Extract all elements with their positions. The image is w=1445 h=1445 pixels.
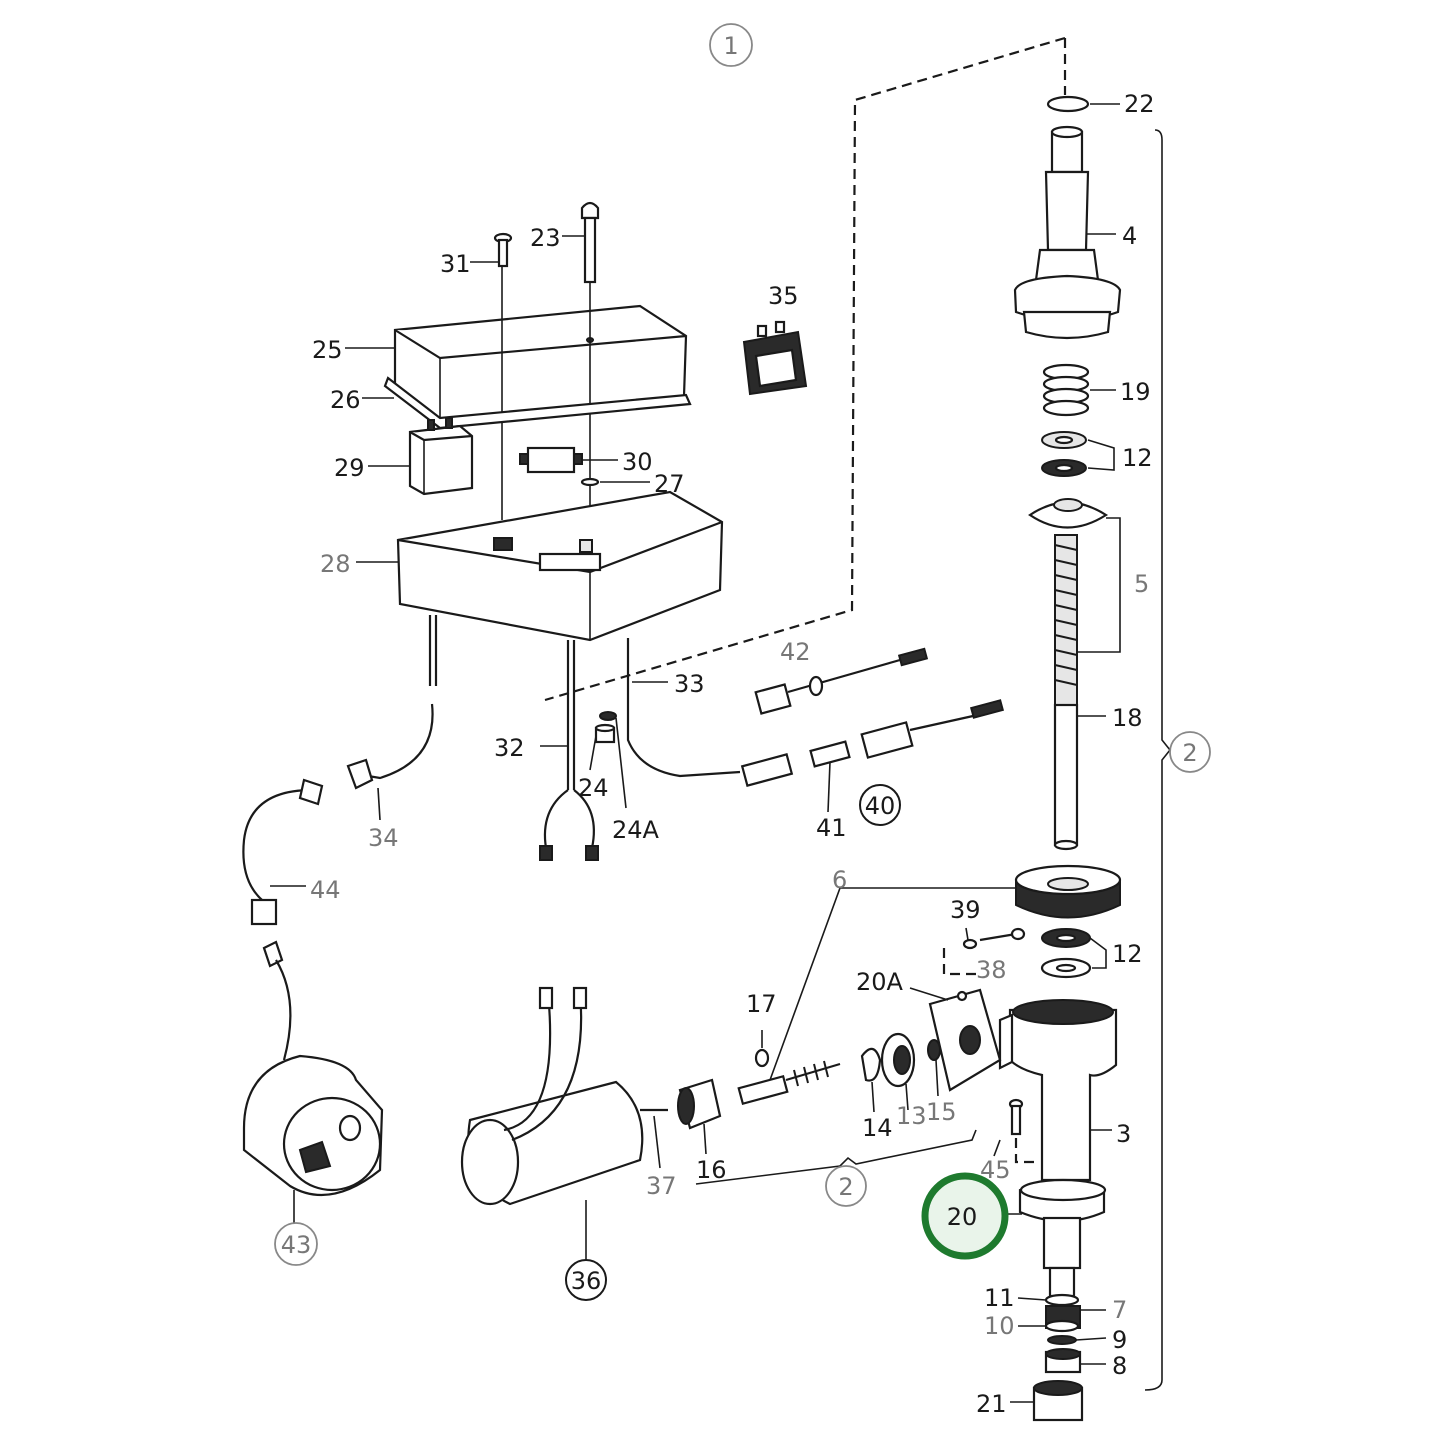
group-2-brace-bottom xyxy=(695,1129,977,1185)
ring-11 xyxy=(1044,1293,1080,1307)
cover-25 xyxy=(393,266,688,520)
worm-shaft-6 xyxy=(737,1060,841,1106)
group-40-callout-circle xyxy=(859,784,901,826)
label-28: 28 xyxy=(320,550,351,578)
spindle-housing-4 xyxy=(1013,125,1122,340)
label-12-top: 12 xyxy=(1122,444,1153,472)
group-36-callout: 36 xyxy=(571,1267,602,1295)
pin-17 xyxy=(754,1048,770,1068)
label-45: 45 xyxy=(980,1156,1011,1184)
highlight-label-20: 20 xyxy=(947,1203,978,1231)
group-40-callout: 40 xyxy=(865,792,896,820)
label-11: 11 xyxy=(984,1284,1015,1312)
group-43-callout: 43 xyxy=(281,1231,312,1259)
label-5: 5 xyxy=(1134,570,1149,598)
group-1-callout-circle xyxy=(709,23,753,67)
o-ring-22 xyxy=(1046,95,1090,113)
group-2-callout-bottom: 2 xyxy=(838,1173,853,1201)
group-2-callout-right: 2 xyxy=(1182,739,1197,767)
group-36-callout-circle xyxy=(565,1259,607,1301)
nut-24a xyxy=(599,711,617,721)
label-44: 44 xyxy=(310,876,341,904)
shaft-18 xyxy=(1053,703,1079,847)
label-24: 24 xyxy=(578,774,609,802)
group-2-callout-circle-right xyxy=(1169,731,1211,773)
cap-21 xyxy=(1032,1380,1084,1422)
spring-19 xyxy=(1042,363,1090,417)
coupling-16 xyxy=(677,1078,722,1130)
label-24a: 24A xyxy=(612,816,660,844)
group-2-brace-right xyxy=(1144,129,1172,1391)
label-42: 42 xyxy=(780,638,811,666)
label-21: 21 xyxy=(976,1390,1007,1418)
motor-36 xyxy=(460,986,668,1206)
gear-wheel xyxy=(1014,864,1122,919)
worm-screw-5 xyxy=(1028,498,1109,706)
gear-housing-3 xyxy=(998,999,1118,1182)
component-30 xyxy=(519,446,583,474)
washer-39 xyxy=(962,938,978,950)
label-22: 22 xyxy=(1124,90,1155,118)
label-17: 17 xyxy=(746,990,777,1018)
label-16: 16 xyxy=(696,1156,727,1184)
cable-42 xyxy=(754,647,929,715)
label-14: 14 xyxy=(862,1114,893,1142)
cable-33 xyxy=(626,638,741,778)
box-28 xyxy=(396,490,724,642)
flange-20 xyxy=(1018,1178,1107,1223)
screw-31 xyxy=(493,232,513,268)
label-34: 34 xyxy=(368,824,399,852)
washer-27 xyxy=(580,477,600,487)
gasket-26 xyxy=(383,376,692,430)
group-43-callout-circle xyxy=(274,1222,318,1266)
highlight-circle-20[interactable] xyxy=(921,1172,1009,1260)
label-9: 9 xyxy=(1112,1326,1127,1354)
label-23: 23 xyxy=(530,224,561,252)
label-39: 39 xyxy=(950,896,981,924)
bearing-13 xyxy=(880,1032,916,1088)
screw-23 xyxy=(580,201,600,284)
label-20a: 20A xyxy=(856,968,904,996)
label-6: 6 xyxy=(832,866,847,894)
label-4: 4 xyxy=(1122,222,1137,250)
label-8: 8 xyxy=(1112,1352,1127,1380)
label-18: 18 xyxy=(1112,704,1143,732)
cable-44 xyxy=(242,778,324,926)
label-19: 19 xyxy=(1120,378,1151,406)
label-3: 3 xyxy=(1116,1120,1131,1148)
label-41: 41 xyxy=(816,814,847,842)
label-33: 33 xyxy=(674,670,705,698)
gauge-43 xyxy=(242,940,384,1197)
label-7: 7 xyxy=(1112,1296,1127,1324)
label-35: 35 xyxy=(768,282,799,310)
washer-10 xyxy=(1044,1319,1080,1333)
label-10: 10 xyxy=(984,1312,1015,1340)
group-2-callout-circle-bottom xyxy=(825,1165,867,1207)
clip-9 xyxy=(1047,1335,1077,1345)
label-31: 31 xyxy=(440,250,471,278)
clip-14 xyxy=(860,1047,882,1082)
group-1-boundary xyxy=(544,36,1067,702)
label-32: 32 xyxy=(494,734,525,762)
cable-32 xyxy=(539,640,599,861)
label-26: 26 xyxy=(330,386,361,414)
label-25: 25 xyxy=(312,336,343,364)
label-13: 13 xyxy=(896,1102,927,1130)
label-29: 29 xyxy=(334,454,365,482)
label-37: 37 xyxy=(646,1172,677,1200)
group-1-callout: 1 xyxy=(723,32,738,60)
label-30: 30 xyxy=(622,448,653,476)
label-15: 15 xyxy=(926,1098,957,1126)
gasket-20a xyxy=(928,988,1002,1092)
cable-34 xyxy=(355,703,434,780)
label-38: 38 xyxy=(976,956,1007,984)
relay-29 xyxy=(408,417,474,496)
screw-38 xyxy=(979,927,1026,942)
cable-assembly-41 xyxy=(740,699,1005,787)
switch-35 xyxy=(742,320,808,396)
label-12-lower: 12 xyxy=(1112,940,1143,968)
screw-45 xyxy=(1008,1098,1024,1136)
